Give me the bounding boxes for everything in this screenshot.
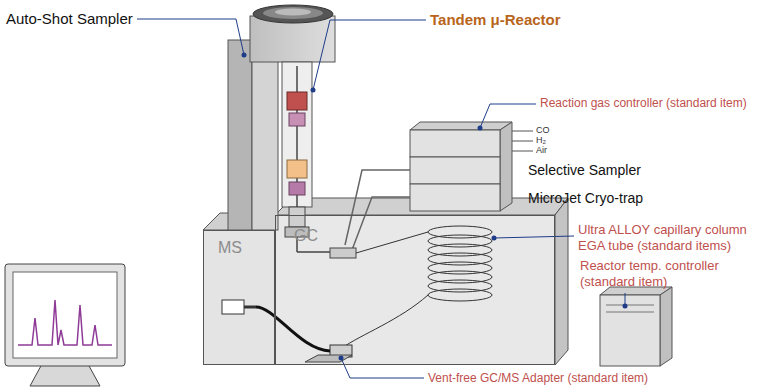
part-name: Tandem μ-Reactor [430,11,561,29]
part-name: MicroJet Cryo-trap [528,190,643,207]
part-name: Vent-free GC/MS Adapter (standard item) [428,371,648,385]
tandem-reactor [282,62,312,237]
capillary-column [256,226,492,362]
temp-controller [600,287,672,366]
part-name: Ultra ALLOY capillary column EGA tube (s… [578,222,773,253]
part-name: Reactor temp. controller (standard item) [580,258,755,289]
ms-housing [203,213,282,365]
gas-name: CO [536,125,550,136]
gas-name: H₂ [536,135,546,146]
controller-stack [345,122,533,250]
gc-box: GC [275,215,555,365]
ms-box: MS [203,230,275,365]
gc-housing [275,198,568,365]
part-name: Reaction gas controller (standard item) [540,96,747,110]
monitor [5,264,125,386]
part-name: Auto-Shot Sampler [6,10,133,28]
auto-shot-sampler [228,5,335,230]
housing-label: MS [218,239,242,257]
housing-label: GC [294,227,318,245]
part-name: Selective Sampler [528,162,641,179]
gas-name: Air [536,145,547,156]
